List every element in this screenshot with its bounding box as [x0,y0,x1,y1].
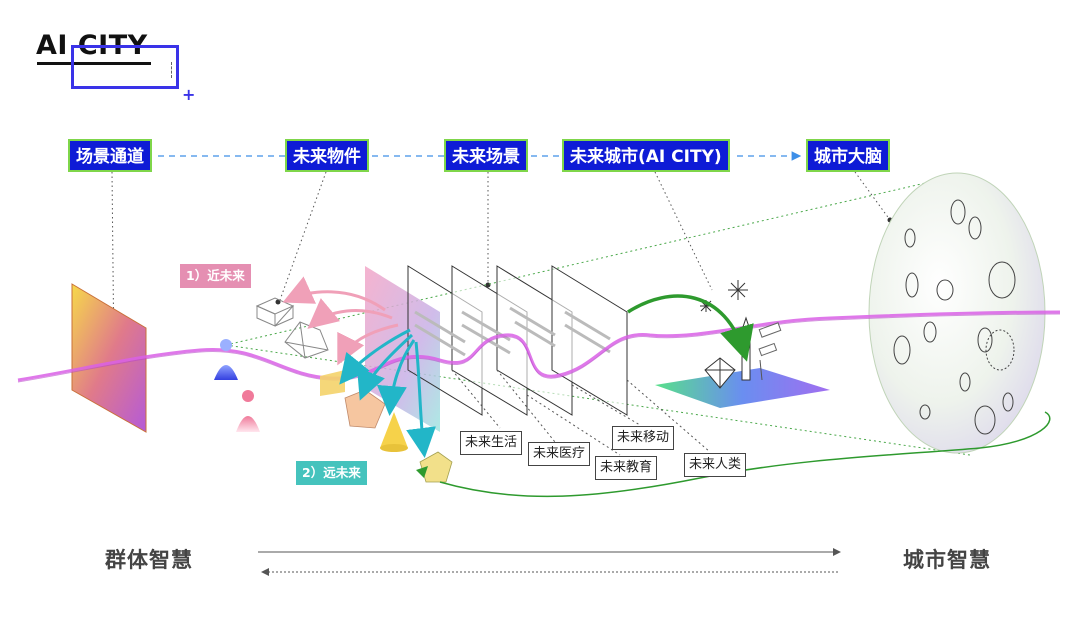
feedback-loop [439,411,1051,498]
far-future-objects [320,370,453,483]
stage-label-city-brain: 城市大脑 [806,139,890,172]
stage-label-scene-channel: 场景通道 [68,139,152,172]
tag-far-future: 2）远未来 [296,461,367,485]
scene-label-leaders [451,369,711,456]
logo-frame [71,45,179,89]
scene-label-mobility: 未来移动 [612,426,675,450]
logo-dotted-mark [171,62,173,78]
label-collective-wisdom: 群体智慧 [105,548,193,572]
scene-label-human: 未来人类 [684,453,747,477]
flow-line [17,310,1061,382]
near-future-objects [255,297,329,359]
scene-panes [365,265,628,432]
person-blue [214,339,238,380]
far-future-arrows [339,328,436,458]
brain-cells [893,199,1016,435]
scene-channel-portal [71,283,147,433]
logo-underline [37,62,151,65]
scene-label-medical: 未来医疗 [528,442,591,466]
scene-label-life: 未来生活 [460,431,523,455]
label-city-wisdom: 城市智慧 [903,548,991,572]
plus-icon: + [182,85,196,104]
stage-label-future-scenes: 未来场景 [444,139,528,172]
stage-label-future-city: 未来城市(AI CITY) [562,139,730,172]
person-pink [236,390,260,432]
stage-label-future-objects: 未来物件 [285,139,369,172]
city-arrow [627,294,754,362]
scene-label-education: 未来教育 [595,456,658,480]
tag-near-future: 1）近未来 [180,264,251,288]
